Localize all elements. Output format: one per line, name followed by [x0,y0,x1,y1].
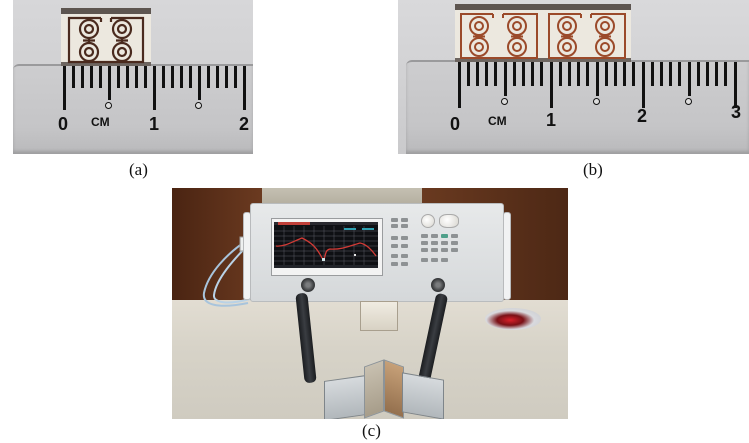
ruler-number-1: 1 [149,114,160,134]
photo-panel-b: 0 CM 1 2 3 [398,0,749,154]
calibration-module [360,301,398,331]
caption-c: (c) [362,421,381,440]
port-1 [301,278,315,292]
ruler-unit-label: CM [91,115,110,129]
ring-resonator-pattern-icon [460,13,626,59]
two-cell-sample [455,4,631,62]
ruler-number-1: 1 [546,110,557,130]
ruler-number-0: 0 [58,114,69,134]
caption-a: (a) [129,160,148,179]
analyzer-keypad [391,214,471,269]
vector-network-analyzer [243,203,511,302]
ruler-number-0: 0 [450,114,461,134]
ruler-unit-label: CM [488,114,507,128]
sample-holder-flange-right [384,359,404,419]
waveguide-adapter-right [402,372,444,419]
s-parameter-trace-icon [274,222,378,268]
photo-panel-a: 0 CM 1 2 [13,0,253,154]
ruler-number-2: 2 [239,114,250,134]
computer-mouse [485,308,541,330]
caption-b: (b) [583,160,603,179]
photo-panel-c [172,188,568,419]
ring-resonator-pattern-icon [67,16,145,64]
ruler: 0 CM 1 2 3 [406,60,749,154]
ruler-number-3: 3 [731,102,742,122]
sample-holder-flange-left [364,359,384,419]
port-2 [431,278,445,292]
analyzer-screen [271,218,383,276]
ruler-number-2: 2 [637,106,648,126]
waveguide-adapter-left [324,375,366,419]
ruler: 0 CM 1 2 [13,64,253,154]
unit-cell-sample [61,8,151,66]
